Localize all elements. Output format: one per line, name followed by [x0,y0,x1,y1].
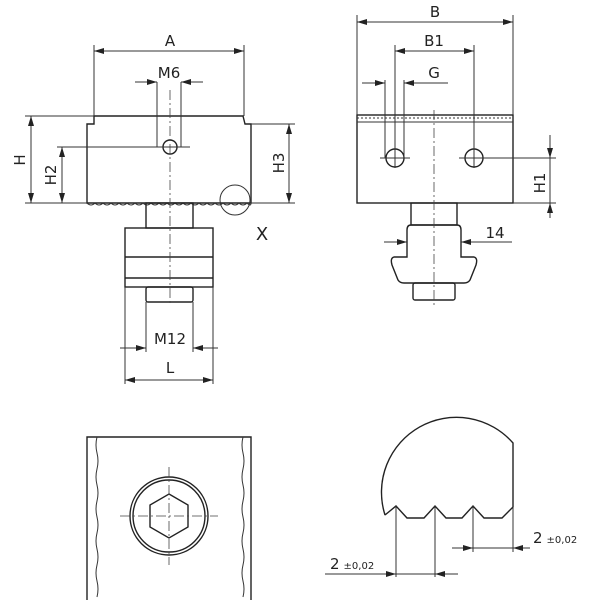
top-view [86,436,252,600]
serration [86,202,252,206]
hex-socket-icon [149,493,189,539]
dim-H1: H1 [531,173,549,194]
front-view: A M6 H H2 H3 X M12 L [11,32,295,384]
thread-pin [145,286,194,303]
detail-x-view: 2±0,02 2±0,02 [325,416,577,577]
shaft [145,202,194,229]
detail-x-circle [219,184,251,216]
dim-H: H [11,154,29,165]
dim-M6: M6 [158,64,181,82]
dim-B: B [430,3,440,21]
jaw-body [86,115,252,204]
jaw-body-side [356,114,514,204]
detail-x-label: X [256,224,268,245]
dim-B1: B1 [424,32,444,50]
dim-H3: H3 [270,153,288,174]
dim-A: A [165,32,176,50]
detail-outline [380,416,514,519]
dim-M12: M12 [154,330,186,348]
t-nut [390,224,478,284]
dim-pitch-right: 2±0,02 [533,529,577,547]
dim-pitch-left: 2±0,02 [330,555,374,573]
dim-14: 14 [485,224,504,242]
side-view: B B1 G H1 14 [356,3,556,305]
dim-H2: H2 [42,165,60,186]
dim-G: G [428,64,440,82]
dim-L: L [166,359,175,377]
